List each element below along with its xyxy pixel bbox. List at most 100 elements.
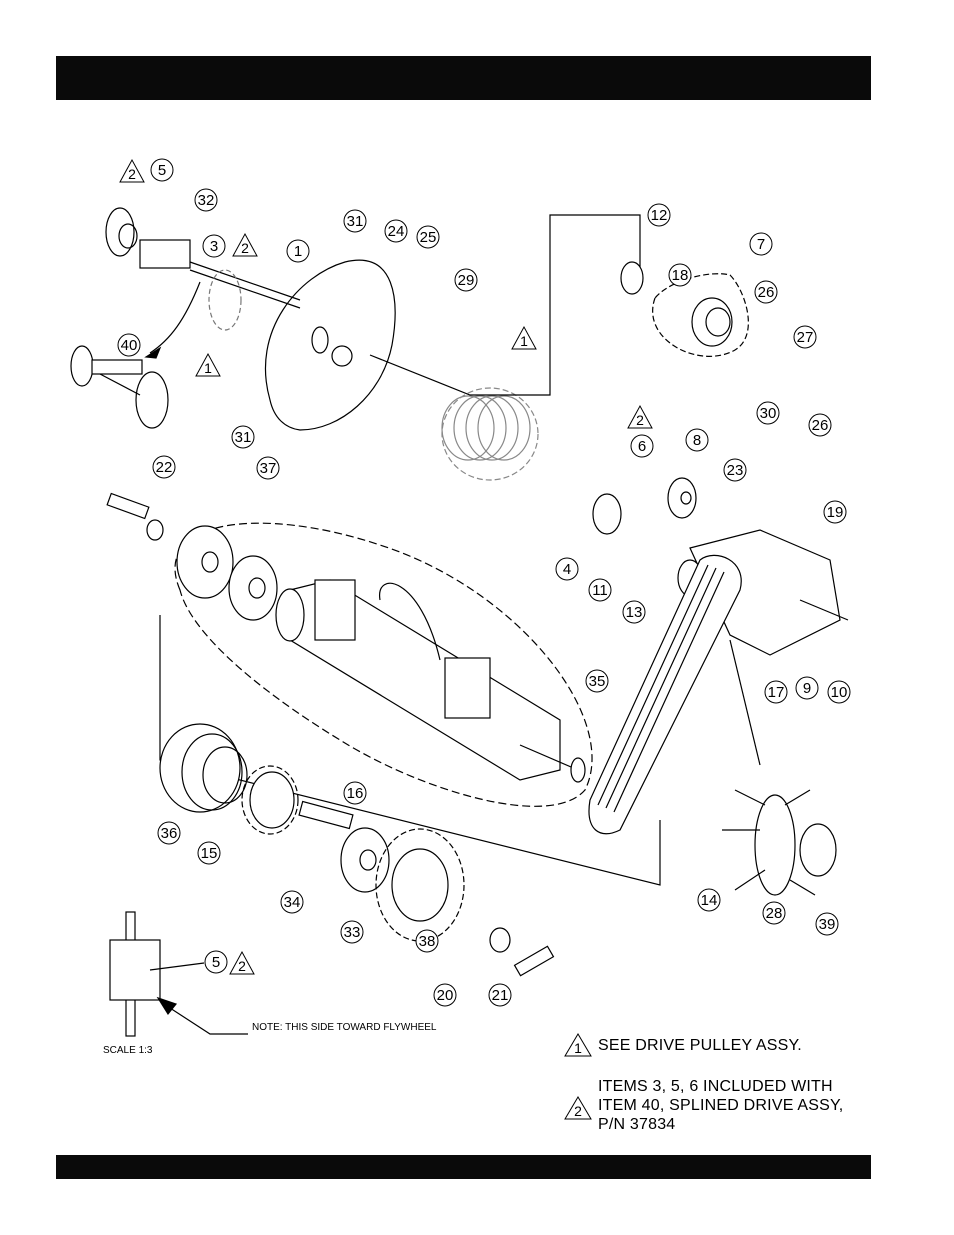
svg-text:7: 7 bbox=[757, 236, 765, 253]
svg-text:25: 25 bbox=[420, 229, 437, 246]
svg-text:9: 9 bbox=[803, 680, 811, 697]
svg-text:5: 5 bbox=[212, 954, 220, 971]
svg-text:2: 2 bbox=[574, 1103, 582, 1119]
triangle-2-inset: 2 bbox=[230, 952, 254, 974]
callout-31-top: 31 bbox=[344, 210, 366, 232]
triangle-2-top-left: 2 bbox=[120, 160, 144, 182]
callout-9: 9 bbox=[796, 677, 818, 699]
flywheel-plate-part bbox=[265, 260, 395, 430]
callout-17: 17 bbox=[765, 681, 787, 703]
callout-34: 34 bbox=[281, 891, 303, 913]
svg-text:17: 17 bbox=[768, 684, 785, 701]
svg-text:31: 31 bbox=[347, 213, 364, 230]
svg-text:22: 22 bbox=[156, 459, 173, 476]
callout-6: 6 bbox=[631, 435, 653, 457]
callout-33: 33 bbox=[341, 921, 363, 943]
svg-text:18: 18 bbox=[672, 267, 689, 284]
callout-8: 8 bbox=[686, 429, 708, 451]
callout-28: 28 bbox=[763, 902, 785, 924]
callout-1: 1 bbox=[287, 240, 309, 262]
svg-text:34: 34 bbox=[284, 894, 301, 911]
svg-text:2: 2 bbox=[636, 412, 644, 428]
svg-text:6: 6 bbox=[638, 438, 646, 455]
callout-36: 36 bbox=[158, 822, 180, 844]
svg-text:26: 26 bbox=[758, 284, 775, 301]
svg-text:12: 12 bbox=[651, 207, 668, 224]
svg-text:2: 2 bbox=[128, 166, 136, 182]
callout-26-top: 26 bbox=[755, 281, 777, 303]
splined-drive-part bbox=[106, 208, 300, 330]
callout-18: 18 bbox=[669, 264, 691, 286]
callout-40: 40 bbox=[118, 334, 140, 356]
callout-27: 27 bbox=[794, 326, 816, 348]
svg-text:20: 20 bbox=[437, 987, 454, 1004]
svg-text:1: 1 bbox=[294, 243, 302, 260]
callout-5-inset: 5 bbox=[205, 951, 227, 973]
svg-text:1: 1 bbox=[520, 333, 528, 349]
callout-21: 21 bbox=[489, 984, 511, 1006]
svg-text:1: 1 bbox=[204, 360, 212, 376]
callout-23: 23 bbox=[724, 459, 746, 481]
triangle-2-legend: 2 bbox=[565, 1097, 591, 1119]
svg-text:36: 36 bbox=[161, 825, 178, 842]
callout-14: 14 bbox=[698, 889, 720, 911]
svg-text:24: 24 bbox=[388, 223, 405, 240]
inset-scale: SCALE 1:3 bbox=[103, 1045, 152, 1056]
triangle-1-left: 1 bbox=[196, 354, 220, 376]
inset-note: NOTE: THIS SIDE TOWARD FLYWHEEL bbox=[252, 1022, 436, 1033]
svg-text:35: 35 bbox=[589, 673, 606, 690]
legend-note-2: ITEMS 3, 5, 6 INCLUDED WITH ITEM 40, SPL… bbox=[598, 1077, 858, 1134]
svg-text:4: 4 bbox=[563, 561, 571, 578]
svg-text:27: 27 bbox=[797, 329, 814, 346]
callout-7: 7 bbox=[750, 233, 772, 255]
callout-22: 22 bbox=[153, 456, 175, 478]
callout-13: 13 bbox=[623, 601, 645, 623]
svg-text:3: 3 bbox=[210, 238, 218, 255]
callout-38: 38 bbox=[416, 930, 438, 952]
svg-text:38: 38 bbox=[419, 933, 436, 950]
svg-text:2: 2 bbox=[241, 240, 249, 256]
svg-text:28: 28 bbox=[766, 905, 783, 922]
svg-text:8: 8 bbox=[693, 432, 701, 449]
triangle-1-middle: 1 bbox=[512, 327, 536, 349]
svg-text:16: 16 bbox=[347, 785, 364, 802]
callout-24: 24 bbox=[385, 220, 407, 242]
svg-text:11: 11 bbox=[592, 582, 608, 599]
callout-15: 15 bbox=[198, 842, 220, 864]
cooling-fan-part bbox=[722, 640, 836, 895]
svg-text:40: 40 bbox=[121, 337, 138, 354]
svg-text:37: 37 bbox=[260, 460, 277, 477]
svg-text:19: 19 bbox=[827, 504, 844, 521]
callout-20: 20 bbox=[434, 984, 456, 1006]
svg-text:10: 10 bbox=[831, 684, 848, 701]
svg-text:30: 30 bbox=[760, 405, 777, 422]
callout-12: 12 bbox=[648, 204, 670, 226]
callout-37: 37 bbox=[257, 457, 279, 479]
callout-32: 32 bbox=[195, 189, 217, 211]
drive-pulley-phantom bbox=[442, 388, 538, 480]
callout-3: 3 bbox=[203, 235, 225, 257]
triangle-1-legend: 1 bbox=[565, 1034, 591, 1056]
callout-39: 39 bbox=[816, 913, 838, 935]
pump-pulley-left-part bbox=[107, 494, 277, 620]
svg-text:15: 15 bbox=[201, 845, 218, 862]
svg-text:1: 1 bbox=[574, 1040, 582, 1056]
splined-drive-assembly-part bbox=[71, 282, 200, 428]
callout-30: 30 bbox=[757, 402, 779, 424]
callout-10: 10 bbox=[828, 681, 850, 703]
inset-side-view bbox=[110, 912, 248, 1036]
callout-35: 35 bbox=[586, 670, 608, 692]
svg-text:14: 14 bbox=[701, 892, 718, 909]
svg-text:33: 33 bbox=[344, 924, 361, 941]
legend-note-1: SEE DRIVE PULLEY ASSY. bbox=[598, 1036, 802, 1055]
callout-19: 19 bbox=[824, 501, 846, 523]
svg-text:31: 31 bbox=[235, 429, 252, 446]
svg-text:2: 2 bbox=[238, 958, 246, 974]
callout-11: 11 bbox=[589, 579, 611, 601]
callout-16: 16 bbox=[344, 782, 366, 804]
svg-text:13: 13 bbox=[626, 604, 643, 621]
svg-text:32: 32 bbox=[198, 192, 215, 209]
svg-text:23: 23 bbox=[727, 462, 744, 479]
callout-29: 29 bbox=[455, 269, 477, 291]
svg-text:29: 29 bbox=[458, 272, 475, 289]
